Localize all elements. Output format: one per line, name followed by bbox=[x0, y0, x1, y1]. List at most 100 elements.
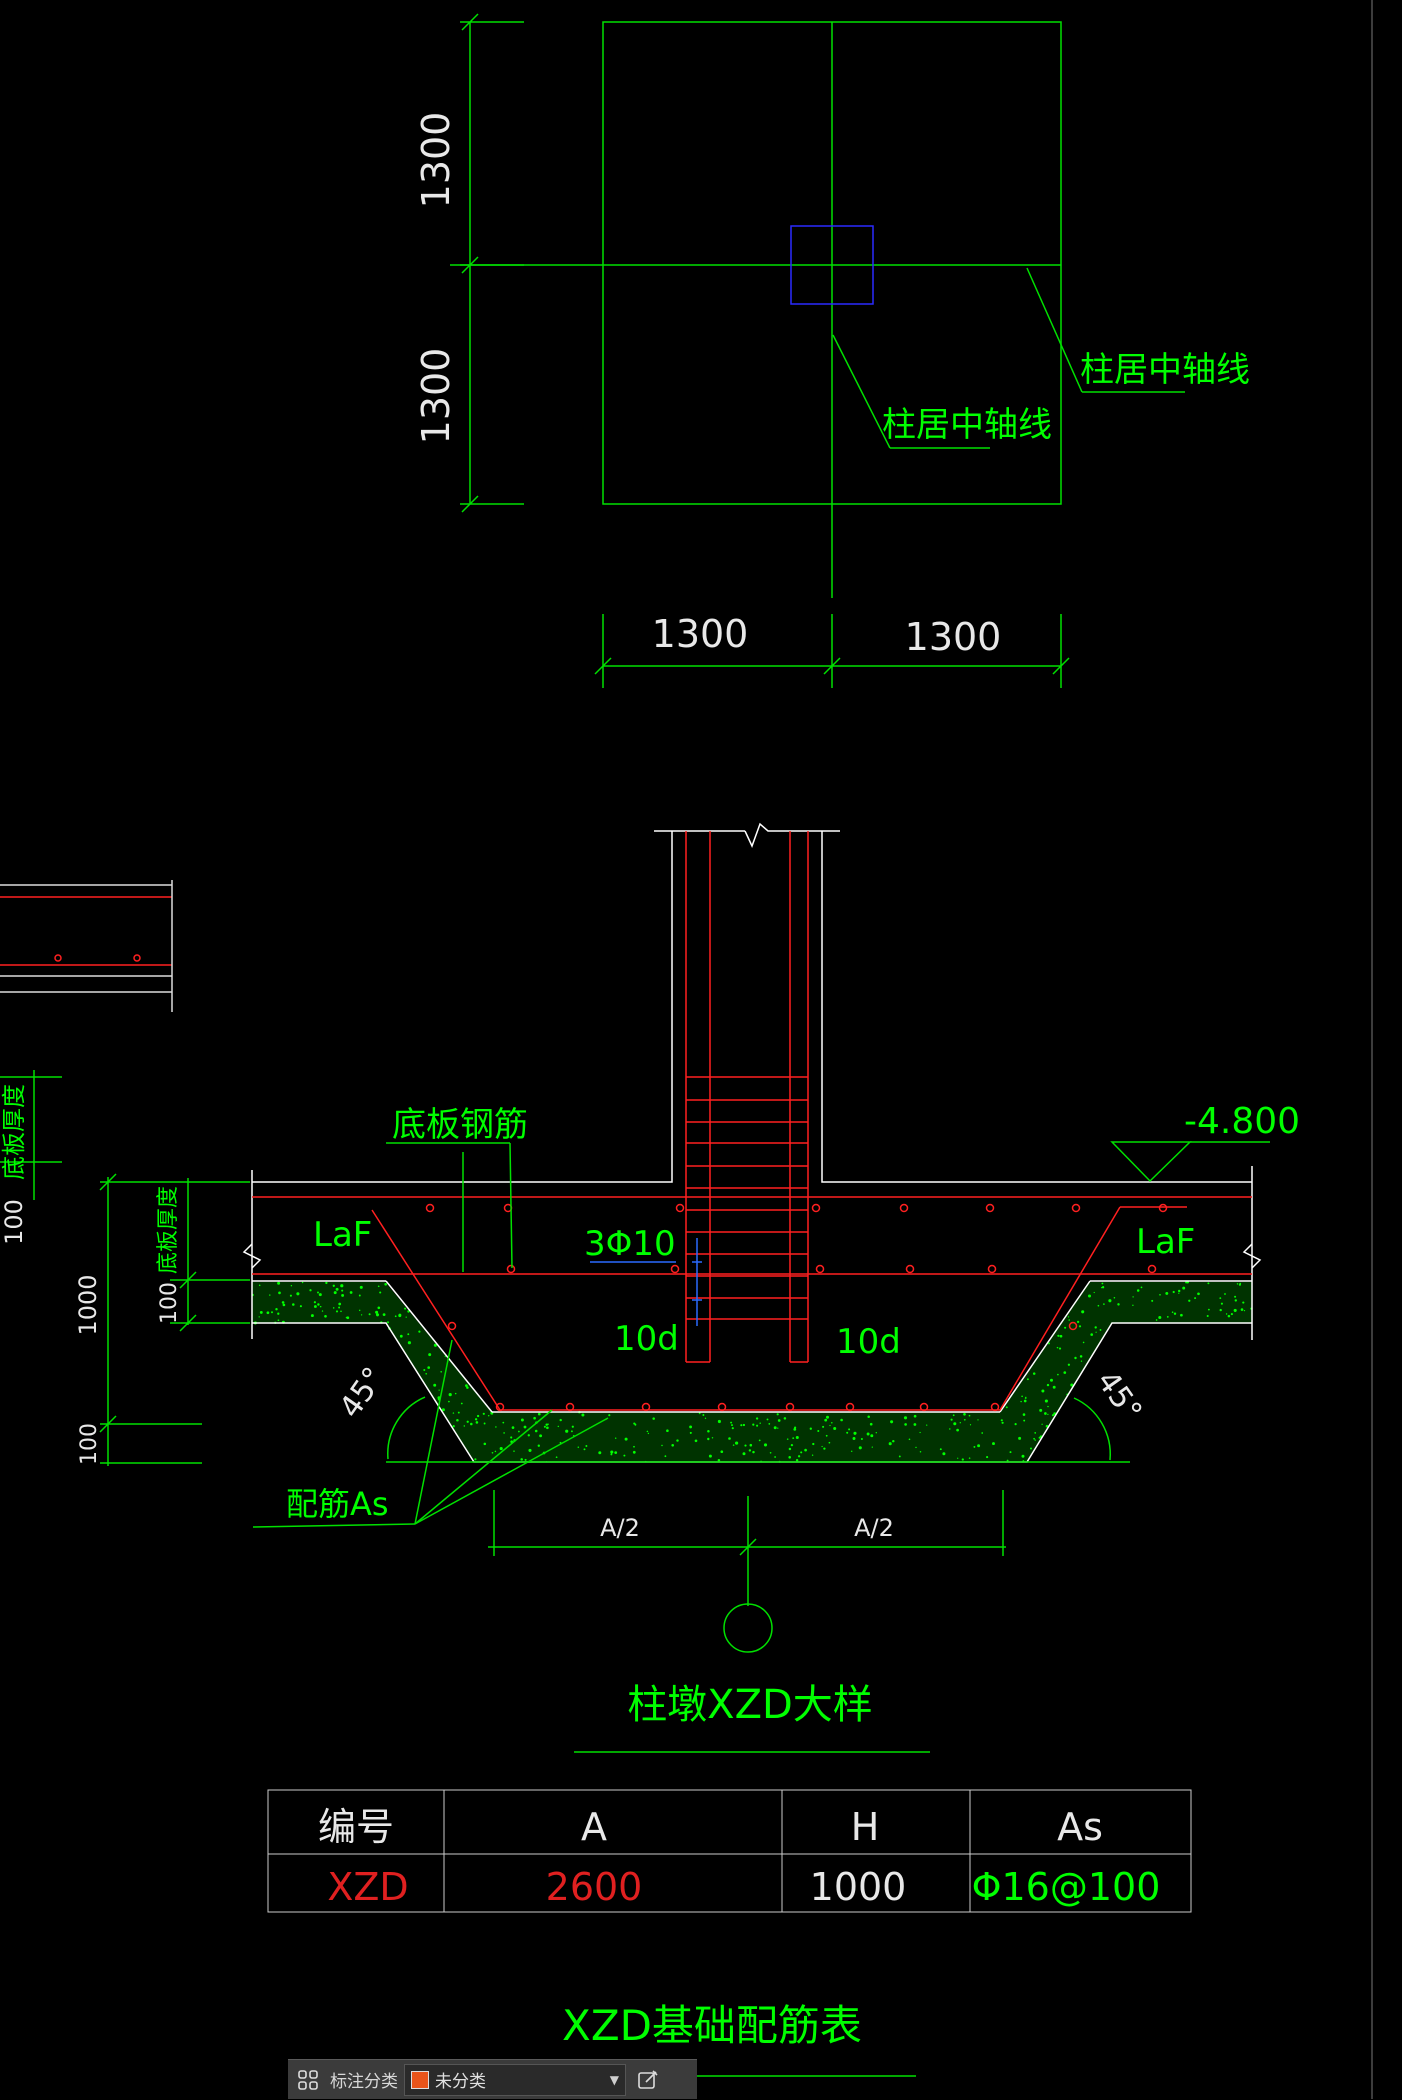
hatch-dot bbox=[1026, 1378, 1029, 1381]
hatch-dot bbox=[904, 1423, 907, 1426]
hatch-dot bbox=[457, 1411, 460, 1414]
hatch-dot bbox=[1057, 1373, 1059, 1376]
hatch-dot bbox=[1172, 1290, 1175, 1294]
hatch-dot bbox=[358, 1309, 361, 1312]
hatch-dot bbox=[313, 1305, 317, 1308]
hatch-dot bbox=[633, 1422, 636, 1425]
hatch-dot bbox=[949, 1428, 951, 1430]
hatch-dot bbox=[1059, 1334, 1063, 1338]
hatch-dot bbox=[1034, 1432, 1037, 1434]
hatch-dot bbox=[707, 1430, 710, 1433]
hatch-dot bbox=[1080, 1360, 1083, 1362]
hatch-dot bbox=[463, 1425, 466, 1427]
hatch-dot bbox=[809, 1427, 812, 1430]
hatch-dot bbox=[338, 1306, 341, 1309]
table-cell-id: XZD bbox=[327, 1865, 408, 1909]
hatch-dot bbox=[610, 1450, 614, 1454]
hatch-dot bbox=[898, 1455, 901, 1458]
hatch-dot bbox=[491, 1451, 494, 1454]
hatch-dot bbox=[961, 1458, 964, 1461]
plan-label-axis-1: 柱居中轴线 bbox=[882, 405, 1052, 445]
annotation-category-select[interactable]: 未分类 ▼ bbox=[404, 2063, 626, 2096]
hatch-dot bbox=[992, 1442, 995, 1446]
hatch-dot bbox=[399, 1334, 403, 1338]
hatch-dot bbox=[908, 1438, 911, 1441]
hatch-dot bbox=[571, 1425, 574, 1428]
table-header-id: 编号 bbox=[318, 1805, 394, 1849]
dim-half-right: A/2 bbox=[854, 1514, 894, 1542]
hatch-dot bbox=[292, 1303, 295, 1306]
hatch-dot bbox=[1090, 1333, 1093, 1336]
table-header-h: H bbox=[851, 1805, 880, 1849]
hatch-dot bbox=[652, 1417, 655, 1420]
hatch-dot bbox=[487, 1414, 490, 1417]
label-10d-right: 10d bbox=[836, 1322, 901, 1362]
label-elevation: -4.800 bbox=[1184, 1101, 1300, 1142]
hatch-dot bbox=[269, 1294, 271, 1296]
hatch-dot bbox=[717, 1419, 721, 1424]
hatch-dot bbox=[610, 1453, 613, 1456]
grid-menu-button[interactable] bbox=[288, 2060, 328, 2100]
edit-category-button[interactable] bbox=[626, 2060, 670, 2100]
hatch-dot bbox=[892, 1439, 895, 1443]
hatch-dot bbox=[1113, 1297, 1116, 1299]
hatch-dot bbox=[277, 1319, 280, 1322]
plan-column-outline bbox=[790, 225, 874, 305]
hatch-dot bbox=[1178, 1292, 1180, 1294]
hatch-dot bbox=[1079, 1355, 1083, 1358]
hatch-dot bbox=[720, 1450, 724, 1454]
hatch-dot bbox=[456, 1418, 459, 1422]
stirrup-callout bbox=[590, 1238, 702, 1326]
hatch-dot bbox=[647, 1432, 650, 1435]
hatch-dot bbox=[756, 1424, 759, 1427]
hatch-dot bbox=[969, 1424, 972, 1426]
hatch-dot bbox=[1057, 1334, 1060, 1337]
blinding-concrete bbox=[252, 1282, 1252, 1462]
hatch-dot bbox=[332, 1284, 335, 1287]
hatch-dot bbox=[377, 1306, 381, 1310]
hatch-dot bbox=[466, 1420, 469, 1423]
hatch-dot bbox=[296, 1292, 300, 1296]
hatch-dot bbox=[1088, 1294, 1091, 1298]
dim-half-left: A/2 bbox=[600, 1514, 640, 1542]
hatch-dot bbox=[503, 1432, 505, 1434]
hatch-dot bbox=[1067, 1363, 1071, 1366]
hatch-dot bbox=[407, 1310, 410, 1313]
hatch-dot bbox=[1234, 1295, 1237, 1298]
hatch-dot bbox=[585, 1445, 588, 1447]
hatch-dot bbox=[437, 1398, 440, 1401]
hatch-dot bbox=[321, 1310, 324, 1312]
hatch-dot bbox=[537, 1444, 540, 1447]
hatch-dot bbox=[828, 1441, 831, 1444]
edit-icon bbox=[638, 2069, 658, 2089]
hatch-dot bbox=[840, 1418, 843, 1422]
hatch-dot bbox=[577, 1446, 580, 1448]
hatch-dot bbox=[407, 1333, 410, 1336]
hatch-dot bbox=[759, 1422, 761, 1424]
hatch-dot bbox=[777, 1419, 781, 1422]
hatch-dot bbox=[1219, 1297, 1222, 1300]
hatch-dot bbox=[1219, 1308, 1222, 1312]
hatch-dot bbox=[939, 1448, 942, 1451]
hatch-dot bbox=[823, 1447, 826, 1450]
hatch-dot bbox=[777, 1427, 779, 1429]
hatch-dot bbox=[433, 1343, 437, 1347]
hatch-dot bbox=[513, 1450, 515, 1452]
hatch-dot bbox=[537, 1412, 541, 1416]
hatch-dot bbox=[474, 1418, 478, 1421]
hatch-dot bbox=[1070, 1383, 1074, 1387]
hatch-dot bbox=[848, 1428, 851, 1431]
category-color-swatch bbox=[411, 2070, 429, 2089]
label-thickness: 底板厚度 bbox=[156, 1186, 181, 1274]
hatch-dot bbox=[755, 1417, 759, 1420]
hatch-dot bbox=[632, 1450, 636, 1454]
hatch-dot bbox=[1047, 1413, 1049, 1416]
hatch-dot bbox=[664, 1455, 667, 1458]
hatch-dot bbox=[707, 1437, 710, 1441]
hatch-dot bbox=[335, 1287, 339, 1291]
hatch-dot bbox=[1132, 1296, 1134, 1298]
hatch-dot bbox=[1173, 1312, 1177, 1315]
hatch-dot bbox=[1158, 1315, 1162, 1320]
hatch-dot bbox=[853, 1431, 857, 1435]
